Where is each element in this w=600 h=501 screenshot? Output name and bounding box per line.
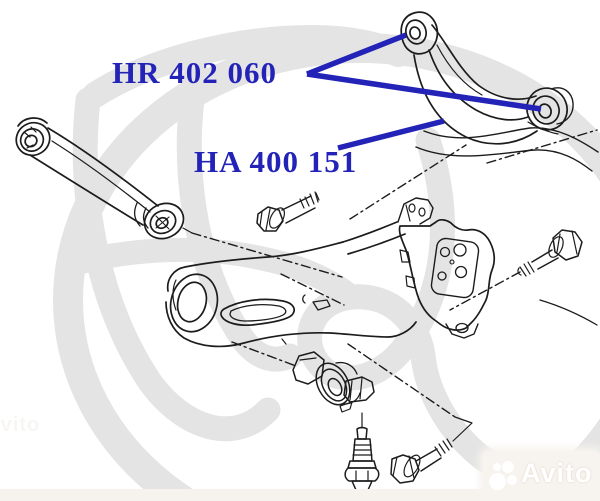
upper-control-arm (400, 11, 574, 145)
hr-leader-to-top-bushing (305, 32, 408, 77)
bushing-assembly (292, 351, 375, 413)
avito-watermark-faint: Avito (0, 414, 41, 436)
avito-watermark-text: Avito (521, 457, 593, 488)
lower-control-arm (165, 221, 417, 348)
part-number-label-ha400151: HA 400 151 (194, 144, 358, 179)
knuckle-bracket (397, 197, 598, 339)
bolt-right (517, 229, 583, 277)
bolt-top (256, 191, 320, 232)
ha-leader-to-arm (337, 118, 445, 151)
bolt-bottom (390, 416, 473, 484)
avito-watermark: Avito (483, 451, 600, 495)
label-leader-lines (305, 32, 542, 151)
lateral-link-arm (15, 117, 193, 240)
ball-joint-stud (344, 412, 380, 491)
assembly-axis-lines (191, 129, 598, 418)
bottom-strip (0, 489, 600, 501)
hr-leader-to-right-bushing (306, 71, 542, 112)
part-number-label-hr402060: HR 402 060 (112, 55, 277, 90)
avito-dots-icon (487, 455, 521, 491)
